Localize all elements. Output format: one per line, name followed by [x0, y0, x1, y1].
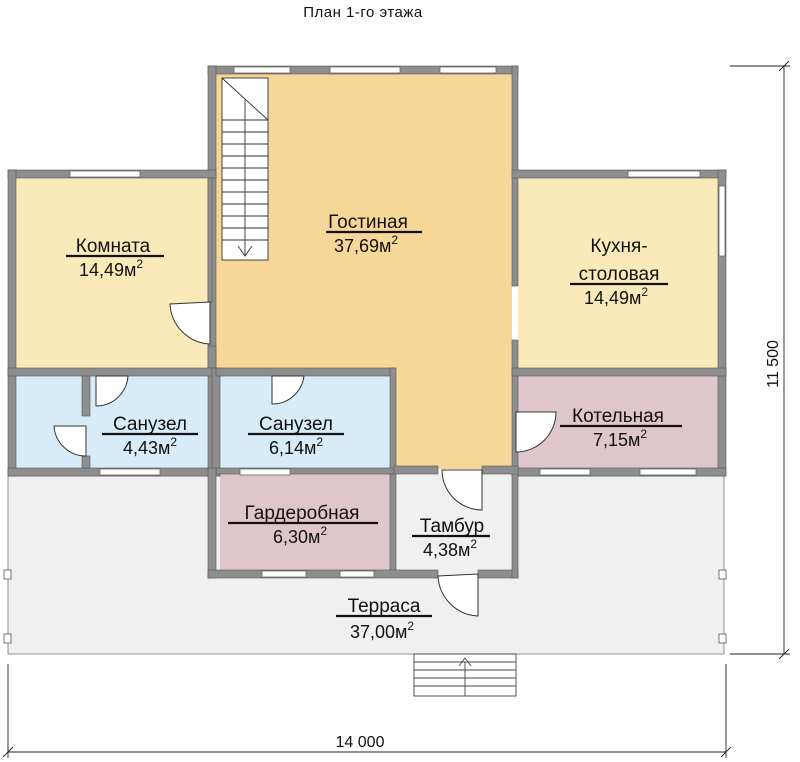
- label-boiler-room: Котельная 7,15м2: [560, 406, 682, 450]
- svg-text:14,49м2: 14,49м2: [79, 257, 143, 280]
- svg-text:Санузел: Санузел: [259, 414, 333, 435]
- label-vestibule: Тамбур 4,38м2: [412, 516, 490, 560]
- svg-text:столовая: столовая: [579, 264, 660, 285]
- bathroom-2-fill: [220, 376, 390, 468]
- label-living-room: Гостиная 37,69м2: [326, 212, 422, 256]
- svg-text:37,69м2: 37,69м2: [334, 233, 398, 256]
- walls: [7, 65, 727, 579]
- dimension-width: [2, 664, 732, 758]
- svg-text:6,14м2: 6,14м2: [269, 435, 323, 458]
- svg-text:4,43м2: 4,43м2: [123, 435, 177, 458]
- bathroom-1-door-left: [53, 425, 87, 457]
- entrance-door: [437, 573, 479, 617]
- label-bathroom-1: Санузел 4,43м2: [102, 414, 198, 458]
- svg-text:37,00м2: 37,00м2: [350, 619, 414, 642]
- svg-text:7,15м2: 7,15м2: [593, 427, 647, 450]
- dimension-height: [730, 60, 790, 660]
- bathroom-2-door: [271, 375, 305, 405]
- boiler-room-door: [515, 411, 557, 453]
- doors: [53, 301, 557, 617]
- svg-text:14,49м2: 14,49м2: [584, 285, 648, 308]
- svg-text:4,38м2: 4,38м2: [423, 537, 477, 560]
- vestibule-door-top: [441, 469, 483, 511]
- terrace-posts: [3, 569, 727, 644]
- label-terrace: Терраса 37,00м2: [336, 596, 432, 642]
- windows: [69, 66, 726, 578]
- svg-text:Терраса: Терраса: [348, 596, 421, 617]
- staircase: [221, 77, 269, 261]
- svg-text:Кухня-: Кухня-: [590, 236, 647, 257]
- kitchen-fill: [518, 178, 718, 368]
- label-wardrobe: Гардеробная 6,30м2: [228, 503, 378, 547]
- svg-text:Котельная: Котельная: [572, 406, 664, 427]
- svg-text:6,30м2: 6,30м2: [273, 524, 327, 547]
- dimension-height-label: 11 500: [765, 340, 782, 388]
- room-fill: [14, 178, 212, 368]
- svg-text:Гардеробная: Гардеробная: [245, 503, 360, 524]
- svg-text:Гостиная: Гостиная: [328, 212, 408, 233]
- label-kitchen: Кухня- столовая 14,49м2: [570, 236, 668, 308]
- svg-text:Санузел: Санузел: [113, 414, 187, 435]
- dimension-width-label: 14 000: [336, 734, 385, 751]
- entrance-steps: [413, 653, 517, 697]
- label-room: Комната 14,49м2: [66, 236, 164, 280]
- room-door: [169, 301, 211, 345]
- bathroom-1-door-top: [95, 375, 129, 407]
- label-bathroom-2: Санузел 6,14м2: [248, 414, 344, 458]
- svg-text:Комната: Комната: [76, 236, 151, 257]
- svg-text:Тамбур: Тамбур: [420, 516, 485, 537]
- plan-title: План 1-го этажа: [303, 4, 423, 21]
